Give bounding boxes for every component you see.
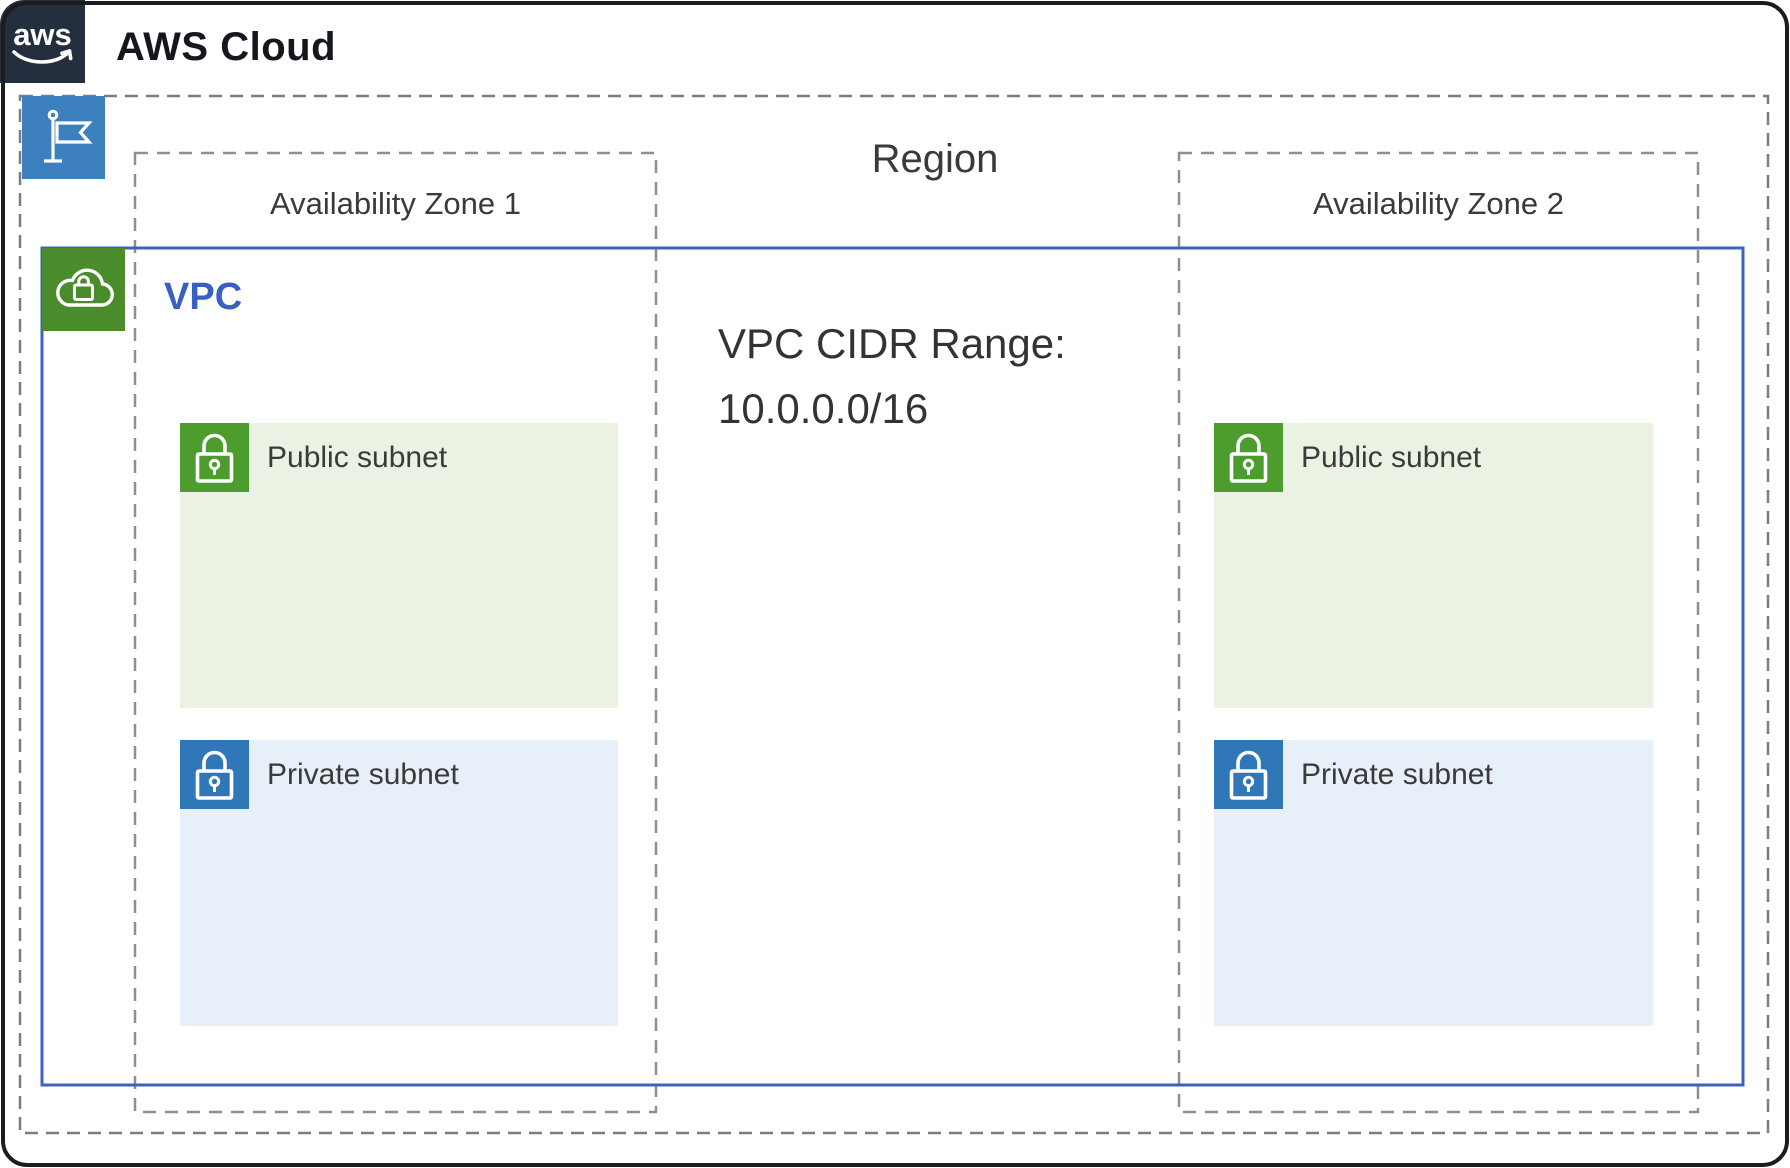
region-boundary: [18, 94, 1770, 1135]
availability-zone-1-label: Availability Zone 1: [269, 186, 521, 221]
aws-logo: aws: [0, 0, 85, 83]
lock-icon: [1214, 423, 1283, 492]
az2-public-subnet: Public subnet: [1214, 423, 1653, 708]
availability-zone-2-boundary: [1177, 151, 1700, 1114]
region-label: Region: [871, 137, 999, 181]
vpc-cidr-text: VPC CIDR Range: 10.0.0.0/16: [718, 311, 1066, 441]
subnet-label: Public subnet: [1301, 440, 1482, 474]
availability-zone-1-boundary: [133, 151, 658, 1114]
subnet-label: Private subnet: [1301, 757, 1493, 791]
vpc-cloud-lock-icon: [42, 248, 125, 331]
lock-icon: [180, 740, 249, 809]
subnet-label: Private subnet: [267, 757, 459, 791]
lock-icon: [180, 423, 249, 492]
vpc-cidr-line2: 10.0.0.0/16: [718, 385, 929, 432]
subnet-label: Public subnet: [267, 440, 448, 474]
az1-private-subnet: Private subnet: [180, 740, 618, 1026]
aws-cloud-title: AWS Cloud: [116, 25, 337, 69]
availability-zone-2-label: Availability Zone 2: [1312, 186, 1564, 221]
vpc-cidr-line1: VPC CIDR Range:: [718, 320, 1066, 367]
lock-icon: [1214, 740, 1283, 809]
az1-public-subnet: Public subnet: [180, 423, 618, 708]
az2-private-subnet: Private subnet: [1214, 740, 1653, 1026]
vpc-boundary: [40, 246, 1745, 1087]
flag-icon: [22, 96, 105, 179]
aws-logo-text: aws: [13, 17, 72, 52]
vpc-label: VPC: [164, 276, 243, 318]
